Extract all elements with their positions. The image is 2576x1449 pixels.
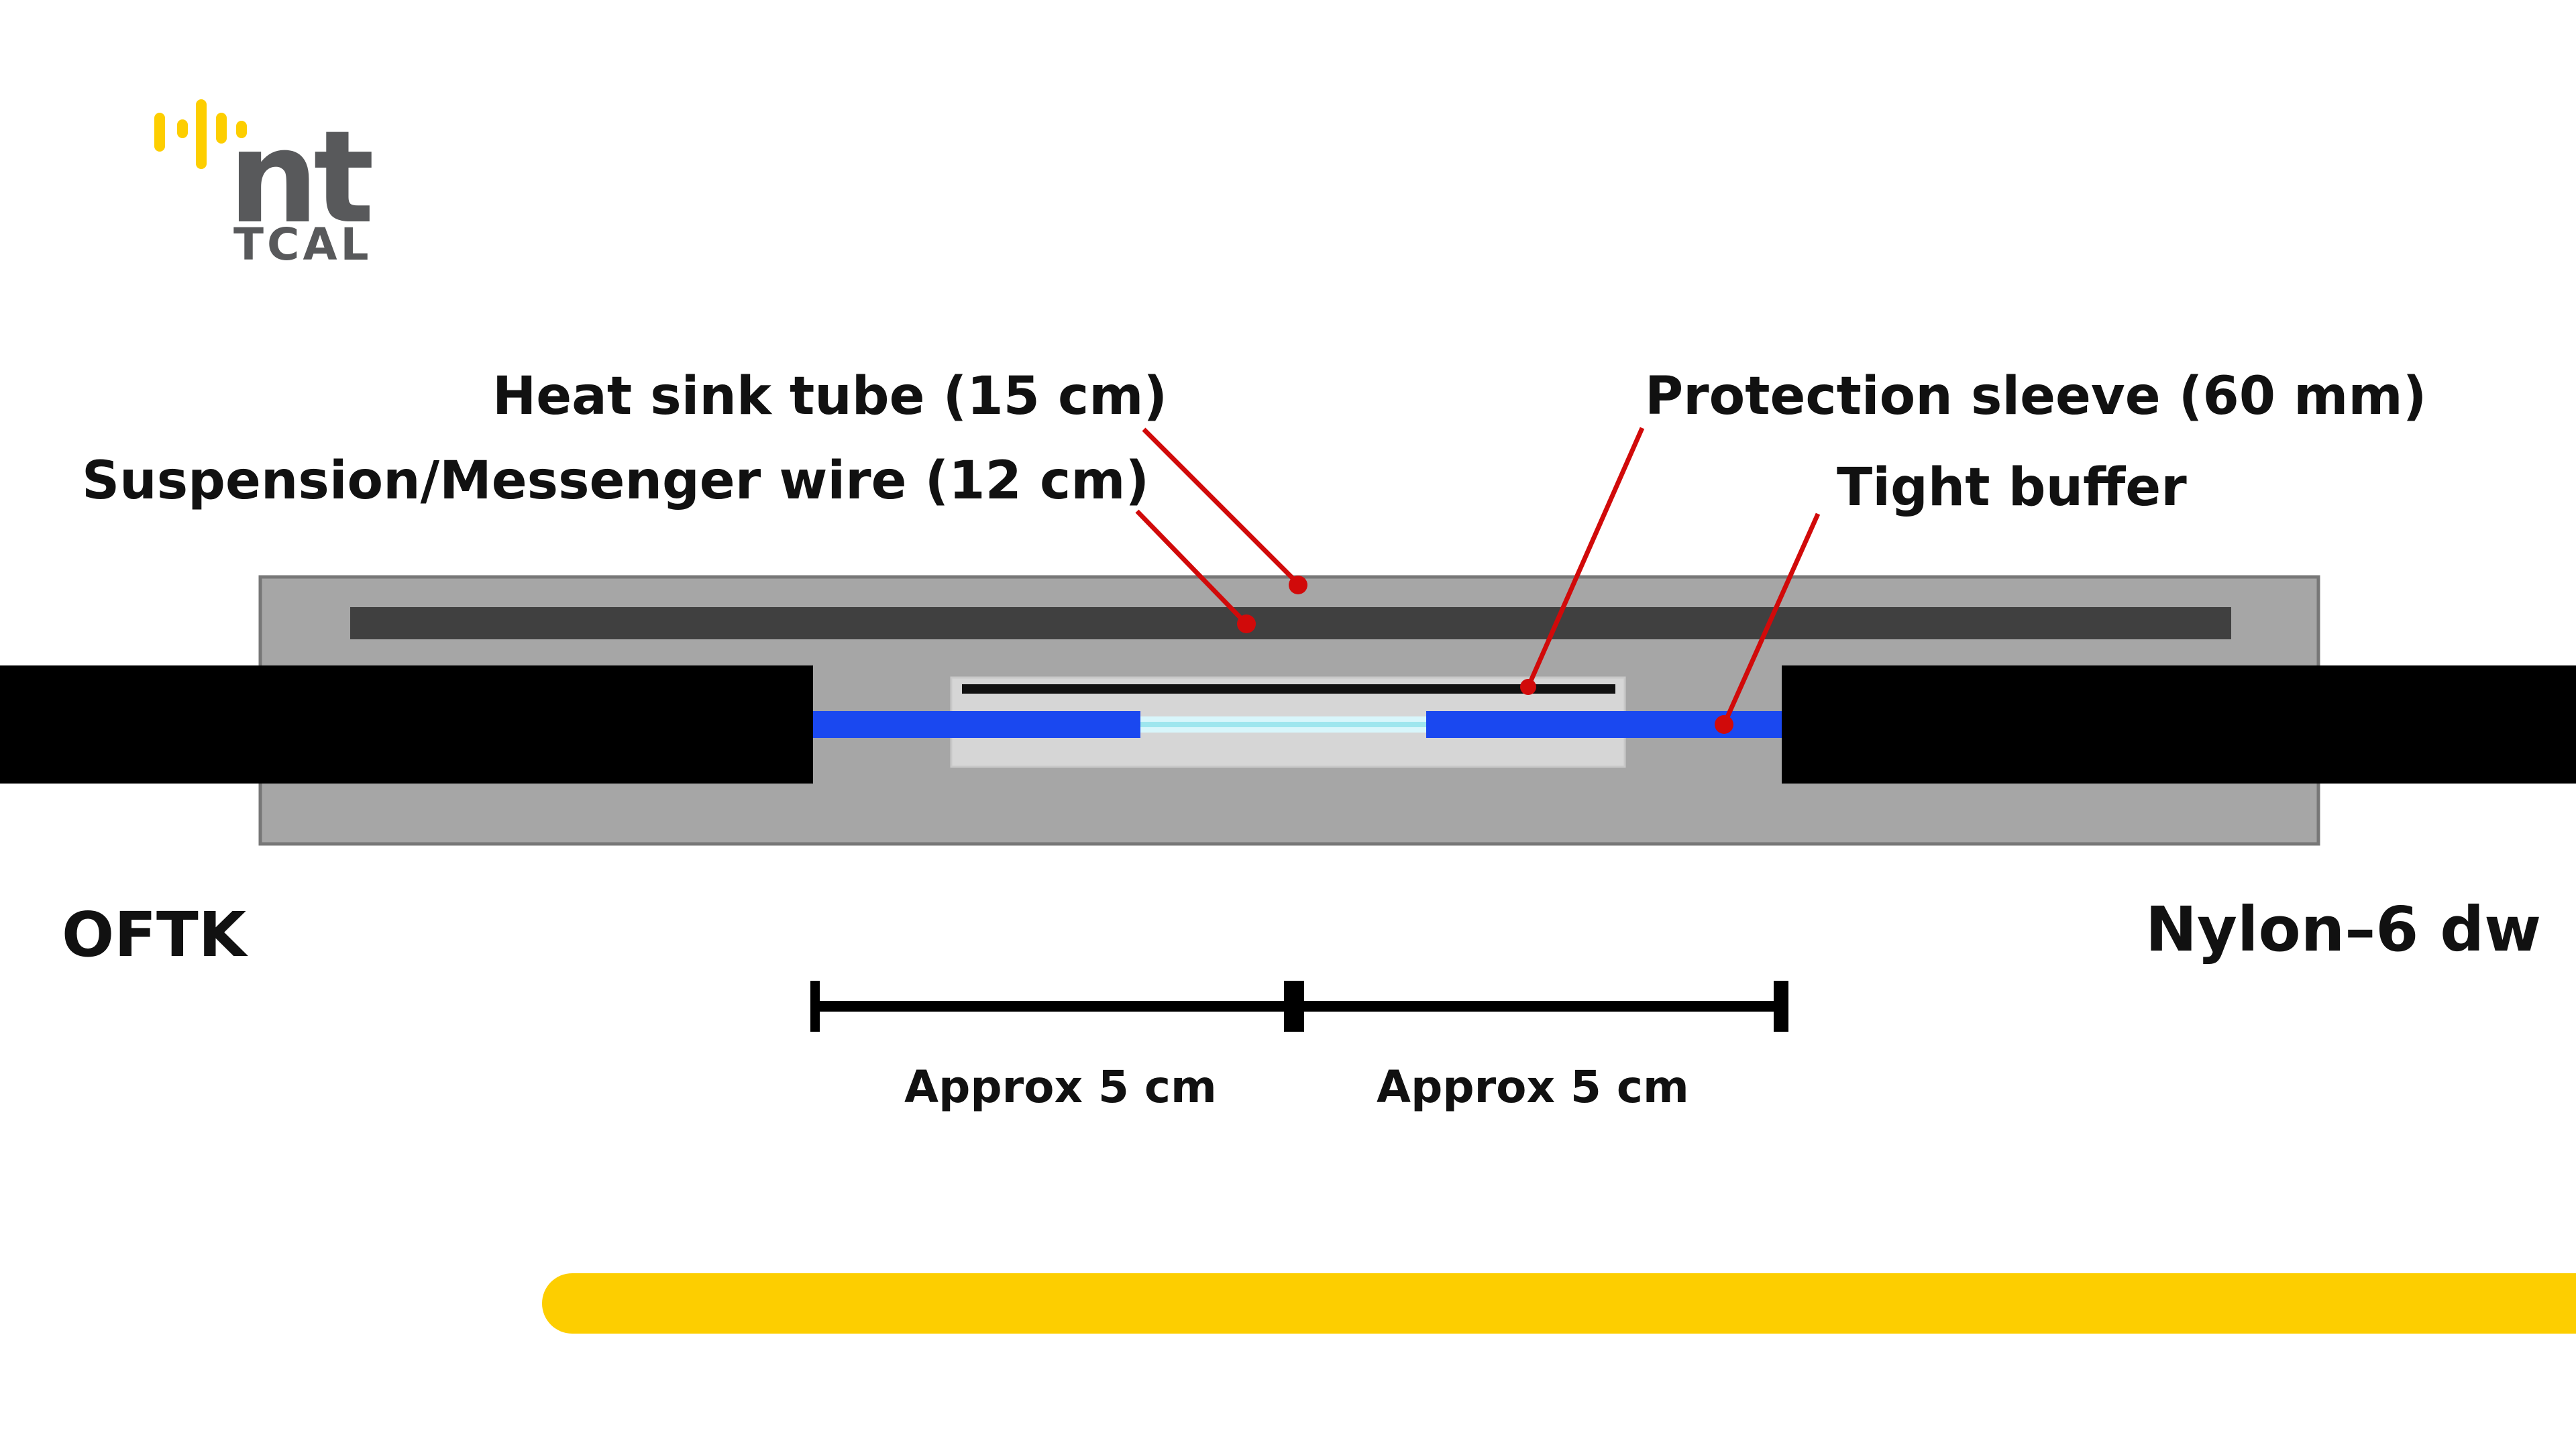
tight-buffer-label: Tight buffer: [1837, 458, 2187, 518]
tight-buffer-left: [813, 711, 1140, 738]
left-cable-label: OFTK: [62, 899, 247, 971]
leader-sleeve: [1525, 427, 1645, 688]
dimension-right-label: Approx 5 cm: [1377, 1061, 1689, 1113]
sleeve-rod: [962, 684, 1615, 694]
dimension-bar: [810, 981, 1788, 1032]
messenger-wire: [350, 607, 2231, 639]
right-cable-label: Nylon–6 dw: [2145, 894, 2542, 965]
protection-sleeve-label: Protection sleeve (60 mm): [1645, 366, 2427, 427]
leader-buffer: [1721, 513, 1821, 726]
leader-wire: [1135, 509, 1248, 626]
heat-sink-tube-label: Heat sink tube (15 cm): [492, 366, 1168, 427]
cable-left: [0, 665, 813, 784]
suspension-wire-label: Suspension/Messenger wire (12 cm): [82, 451, 1150, 511]
cable-right: [1782, 665, 2576, 784]
accent-bar: [542, 1273, 2576, 1334]
dimension-left-label: Approx 5 cm: [904, 1061, 1217, 1113]
logo-subtitle: TCAL: [233, 219, 372, 270]
leader-heat-sink: [1142, 427, 1300, 586]
logo-brand: nt: [228, 103, 374, 252]
